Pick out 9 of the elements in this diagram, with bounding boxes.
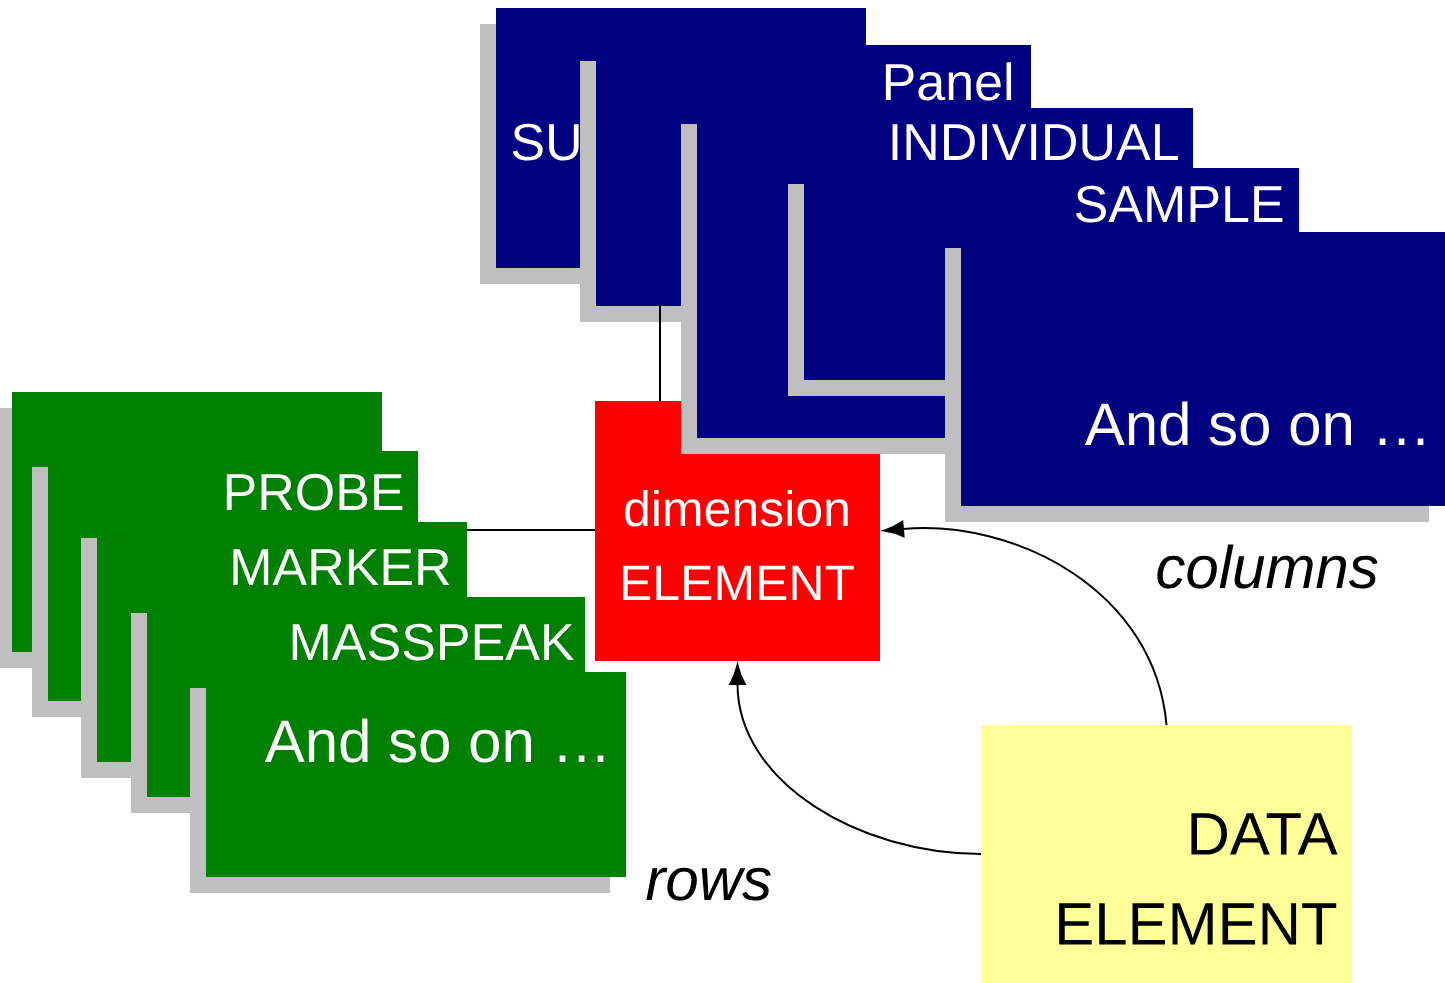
axis-label: columns xyxy=(1157,544,1378,589)
arrow xyxy=(883,520,1168,726)
node-label: PROBE xyxy=(226,473,403,511)
card: And so on … xyxy=(190,672,626,893)
connector-line xyxy=(659,305,661,402)
card: And so on … xyxy=(945,232,1445,522)
connector-line xyxy=(466,529,596,531)
element-box: DATA ELEMENT xyxy=(981,725,1352,983)
axis-label: rows xyxy=(646,867,771,901)
